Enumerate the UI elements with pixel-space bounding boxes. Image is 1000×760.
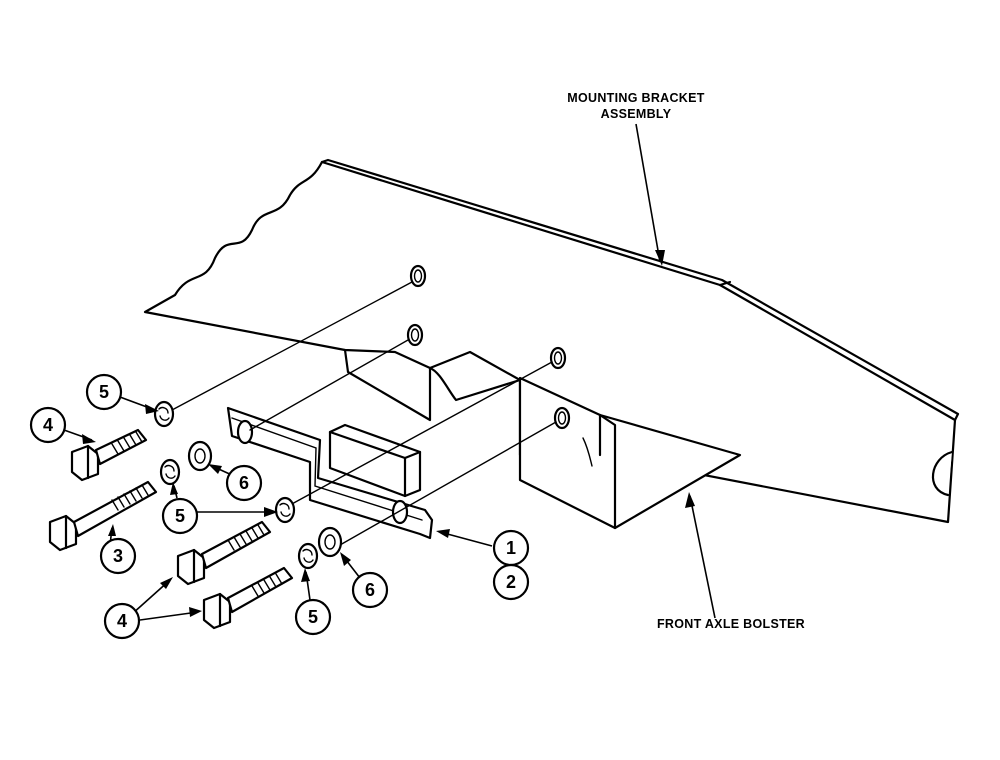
lock-washer-icon xyxy=(159,458,181,486)
callout-1: 1 xyxy=(492,529,530,567)
svg-text:6: 6 xyxy=(365,580,375,600)
cap-screw-icon xyxy=(176,520,272,586)
svg-text:4: 4 xyxy=(43,415,53,435)
leader-lines xyxy=(63,123,716,621)
text-labels: MOUNTING BRACKET ASSEMBLY FRONT AXLE BOL… xyxy=(567,91,805,631)
mounting-bracket-label-line2: ASSEMBLY xyxy=(601,107,672,121)
cap-screws xyxy=(48,428,294,630)
front-axle-bolster-label: FRONT AXLE BOLSTER xyxy=(657,617,805,631)
svg-text:2: 2 xyxy=(506,572,516,592)
callout-4: 4 xyxy=(29,406,67,444)
mounting-bracket-label-line1: MOUNTING BRACKET xyxy=(567,91,704,105)
lock-washer-icon xyxy=(274,496,296,524)
flat-washer-icon xyxy=(317,526,343,558)
lock-washer-icon xyxy=(297,542,319,570)
svg-text:6: 6 xyxy=(239,473,249,493)
svg-text:3: 3 xyxy=(113,546,123,566)
cap-screw-icon xyxy=(48,480,158,552)
lock-washer-icon xyxy=(153,400,175,428)
svg-text:1: 1 xyxy=(506,538,516,558)
svg-text:5: 5 xyxy=(308,607,318,627)
callout-5: 5 xyxy=(294,598,332,636)
flat-washers xyxy=(187,440,343,558)
cap-screw-icon xyxy=(202,566,294,630)
bracket-holes xyxy=(406,264,567,370)
callout-2: 2 xyxy=(492,563,530,601)
flat-washer-icon xyxy=(187,440,213,472)
callout-4: 4 xyxy=(103,602,141,640)
callout-6: 6 xyxy=(351,571,389,609)
callouts: 5 4 6 3 5 1 2 6 xyxy=(29,373,530,640)
svg-text:5: 5 xyxy=(175,506,185,526)
front-axle-bolster xyxy=(518,376,742,530)
callout-6: 6 xyxy=(225,464,263,502)
svg-text:4: 4 xyxy=(117,611,127,631)
spacer-block xyxy=(328,423,422,498)
cap-screw-icon xyxy=(70,428,148,482)
shim-plate xyxy=(226,406,434,540)
alignment-lines xyxy=(171,281,557,546)
callout-3: 3 xyxy=(99,537,137,575)
svg-text:5: 5 xyxy=(99,382,109,402)
lock-washers xyxy=(153,400,319,570)
callout-5: 5 xyxy=(85,373,123,411)
callout-5: 5 xyxy=(161,497,199,535)
mounting-bracket-assembly xyxy=(143,158,960,524)
